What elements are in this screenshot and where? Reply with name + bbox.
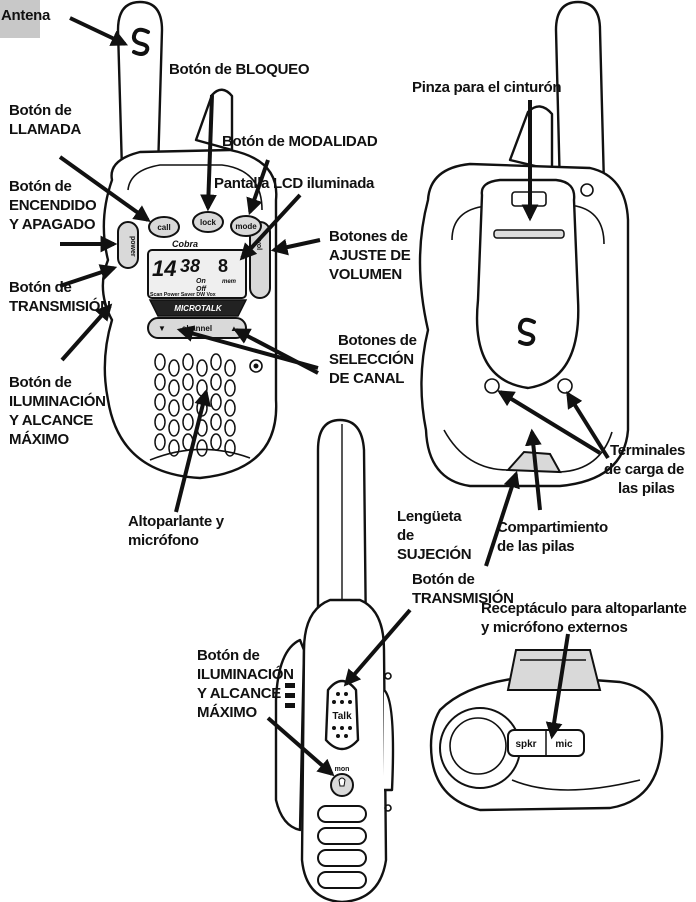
callout-channel-3: DE CANAL xyxy=(329,370,404,387)
bottom-view: spkr mic xyxy=(431,650,662,810)
callout-jack-1: Receptáculo para altoparlante xyxy=(481,600,687,617)
back-antenna xyxy=(556,2,604,192)
callout-channel-1: Botones de xyxy=(338,332,417,349)
call-label: call xyxy=(157,223,170,232)
callout-lcd: Pantalla LCD iluminada xyxy=(214,175,375,192)
callout-light-4: MÁXIMO xyxy=(9,431,69,448)
callout-side-light-2: ILUMINACIÓN xyxy=(197,665,294,683)
callout-belt-clip: Pinza para el cinturón xyxy=(412,79,561,96)
side-rib xyxy=(318,806,366,822)
callout-call-2: LLAMADA xyxy=(9,121,82,138)
callout-volume-2: AJUSTE DE xyxy=(329,247,411,264)
callout-power-2: ENCENDIDO xyxy=(9,197,97,214)
lcd-on: On xyxy=(196,278,206,285)
callout-latch-3: SUJECIÓN xyxy=(397,545,471,563)
lcd-mem: mem xyxy=(222,279,237,285)
callout-power-1: Botón de xyxy=(9,178,72,195)
svg-text:14: 14 xyxy=(152,256,176,281)
callout-talk-1: Botón de xyxy=(9,279,72,296)
mode-label: mode xyxy=(235,222,257,231)
belt-clip xyxy=(477,180,578,388)
lcd-channel: 38 xyxy=(180,256,200,276)
callout-light-1: Botón de xyxy=(9,374,72,391)
callout-power-3: Y APAGADO xyxy=(9,216,96,233)
callout-side-light-1: Botón de xyxy=(197,647,260,664)
callout-side-talk-1: Botón de xyxy=(412,571,475,588)
callout-terminals-2: de carga de xyxy=(604,461,684,478)
callout-antenna: Antena xyxy=(1,7,51,24)
callout-call-1: Botón de xyxy=(9,102,72,119)
mic-label: mic xyxy=(555,739,573,750)
callout-talk-2: TRANSMISIÓN xyxy=(9,297,111,315)
callout-latch-2: de xyxy=(397,527,414,544)
callout-jack-2: y micrófono externos xyxy=(481,619,628,636)
side-rib xyxy=(318,828,366,844)
callout-terminals-3: las pilas xyxy=(618,480,675,497)
talk-label: Talk xyxy=(332,711,352,722)
callout-channel-2: SELECCIÓN xyxy=(329,350,414,368)
side-rib xyxy=(318,850,366,866)
callout-light-3: Y ALCANCE xyxy=(9,412,93,429)
mon-label: mon xyxy=(335,766,350,773)
callout-terminals-1: Terminales xyxy=(610,442,685,459)
lcd-subcode: 8 xyxy=(218,256,228,276)
callout-latch-1: Lengüeta xyxy=(397,508,462,525)
callout-volume-3: VOLUMEN xyxy=(329,266,402,283)
callout-side-light-4: MÁXIMO xyxy=(197,704,257,721)
lcd-modes: Scan Power Saver DW Vox xyxy=(150,292,216,298)
side-view: Talk mon xyxy=(276,420,393,902)
callout-speaker-2: micrófono xyxy=(128,532,199,549)
callout-side-light-3: Y ALCANCE xyxy=(197,685,281,702)
callout-speaker-1: Altoparlante y xyxy=(128,513,225,530)
callout-light-2: ILUMINACIÓN xyxy=(9,392,106,410)
callout-battery-2: de las pilas xyxy=(497,538,574,555)
brand-label: Cobra xyxy=(172,239,198,249)
spkr-label: spkr xyxy=(515,739,536,750)
front-antenna xyxy=(118,2,162,170)
lock-label: lock xyxy=(200,218,217,227)
callout-battery-1: Compartimiento xyxy=(497,519,608,536)
side-rib xyxy=(318,872,366,888)
svg-text:▼: ▼ xyxy=(158,324,166,333)
callout-mode: Botón de MODALIDAD xyxy=(222,133,378,150)
back-view xyxy=(420,2,628,486)
callout-lock: Botón de BLOQUEO xyxy=(169,61,310,78)
model-label: MICROTALK xyxy=(174,304,223,313)
power-label: power xyxy=(129,236,136,257)
callout-volume-1: Botones de xyxy=(329,228,408,245)
